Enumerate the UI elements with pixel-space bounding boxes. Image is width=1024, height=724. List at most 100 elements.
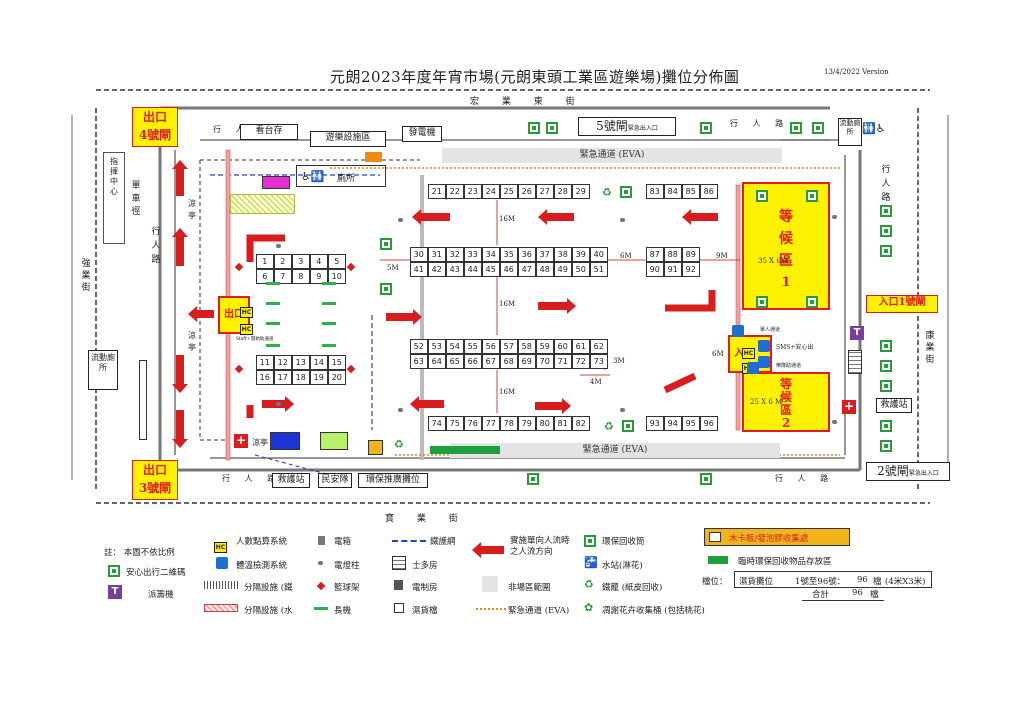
- exit-gate-3[interactable]: 出口 3號閘: [132, 460, 178, 500]
- stall-83[interactable]: 83: [646, 184, 664, 199]
- stall-64[interactable]: 64: [428, 354, 446, 369]
- stall-27[interactable]: 27: [536, 184, 554, 199]
- stall-60[interactable]: 60: [554, 339, 572, 354]
- stall-17[interactable]: 17: [274, 370, 292, 385]
- stall-12[interactable]: 12: [274, 355, 292, 370]
- stall-3[interactable]: 3: [292, 254, 310, 269]
- stall-34[interactable]: 34: [482, 247, 500, 262]
- stall-36[interactable]: 36: [518, 247, 536, 262]
- stall-62[interactable]: 62: [590, 339, 608, 354]
- stall-73[interactable]: 73: [590, 354, 608, 369]
- stall-46[interactable]: 46: [500, 262, 518, 277]
- stall-95[interactable]: 95: [682, 416, 700, 431]
- stall-76[interactable]: 76: [464, 416, 482, 431]
- stall-6[interactable]: 6: [256, 269, 274, 284]
- stall-21[interactable]: 21: [428, 184, 446, 199]
- stall-51[interactable]: 51: [590, 262, 608, 277]
- stall-32[interactable]: 32: [446, 247, 464, 262]
- stall-89[interactable]: 89: [682, 247, 700, 262]
- stall-20[interactable]: 20: [328, 370, 346, 385]
- stall-65[interactable]: 65: [446, 354, 464, 369]
- gate-2[interactable]: 2號閘緊急出入口: [866, 462, 950, 481]
- stall-61[interactable]: 61: [572, 339, 590, 354]
- stall-33[interactable]: 33: [464, 247, 482, 262]
- stall-2[interactable]: 2: [274, 254, 292, 269]
- stall-18[interactable]: 18: [292, 370, 310, 385]
- stall-37[interactable]: 37: [536, 247, 554, 262]
- stall-41[interactable]: 41: [410, 262, 428, 277]
- stall-42[interactable]: 42: [428, 262, 446, 277]
- entrance-gate-1[interactable]: 入口1號閘: [866, 295, 938, 313]
- stall-38[interactable]: 38: [554, 247, 572, 262]
- stall-11[interactable]: 11: [256, 355, 274, 370]
- stall-66[interactable]: 66: [464, 354, 482, 369]
- stall-93[interactable]: 93: [646, 416, 664, 431]
- stall-7[interactable]: 7: [274, 269, 292, 284]
- stall-23[interactable]: 23: [464, 184, 482, 199]
- stall-68[interactable]: 68: [500, 354, 518, 369]
- stall-48[interactable]: 48: [536, 262, 554, 277]
- stall-5[interactable]: 5: [328, 254, 346, 269]
- stall-47[interactable]: 47: [518, 262, 536, 277]
- stall-54[interactable]: 54: [446, 339, 464, 354]
- stall-82[interactable]: 82: [572, 416, 590, 431]
- stall-78[interactable]: 78: [500, 416, 518, 431]
- stall-40[interactable]: 40: [590, 247, 608, 262]
- stall-90[interactable]: 90: [646, 262, 664, 277]
- stall-96[interactable]: 96: [700, 416, 718, 431]
- stall-57[interactable]: 57: [500, 339, 518, 354]
- stall-50[interactable]: 50: [572, 262, 590, 277]
- stall-52[interactable]: 52: [410, 339, 428, 354]
- stall-74[interactable]: 74: [428, 416, 446, 431]
- stall-10[interactable]: 10: [328, 269, 346, 284]
- stall-30[interactable]: 30: [410, 247, 428, 262]
- stall-14[interactable]: 14: [310, 355, 328, 370]
- stall-70[interactable]: 70: [536, 354, 554, 369]
- stall-71[interactable]: 71: [554, 354, 572, 369]
- stall-9[interactable]: 9: [310, 269, 328, 284]
- stall-80[interactable]: 80: [536, 416, 554, 431]
- stall-63[interactable]: 63: [410, 354, 428, 369]
- stall-31[interactable]: 31: [428, 247, 446, 262]
- stall-69[interactable]: 69: [518, 354, 536, 369]
- stall-92[interactable]: 92: [682, 262, 700, 277]
- stall-43[interactable]: 43: [446, 262, 464, 277]
- stall-26[interactable]: 26: [518, 184, 536, 199]
- stall-28[interactable]: 28: [554, 184, 572, 199]
- stall-81[interactable]: 81: [554, 416, 572, 431]
- stall-77[interactable]: 77: [482, 416, 500, 431]
- stall-45[interactable]: 45: [482, 262, 500, 277]
- stall-88[interactable]: 88: [664, 247, 682, 262]
- stall-84[interactable]: 84: [664, 184, 682, 199]
- stall-19[interactable]: 19: [310, 370, 328, 385]
- stall-94[interactable]: 94: [664, 416, 682, 431]
- stall-8[interactable]: 8: [292, 269, 310, 284]
- stall-59[interactable]: 59: [536, 339, 554, 354]
- stall-91[interactable]: 91: [664, 262, 682, 277]
- stall-1[interactable]: 1: [256, 254, 274, 269]
- stall-56[interactable]: 56: [482, 339, 500, 354]
- stall-58[interactable]: 58: [518, 339, 536, 354]
- exit-gate-4[interactable]: 出口 4號閘: [132, 107, 178, 147]
- stall-49[interactable]: 49: [554, 262, 572, 277]
- stall-79[interactable]: 79: [518, 416, 536, 431]
- stall-55[interactable]: 55: [464, 339, 482, 354]
- stall-16[interactable]: 16: [256, 370, 274, 385]
- stall-4[interactable]: 4: [310, 254, 328, 269]
- gate-5[interactable]: 5號閘緊急出入口: [578, 117, 676, 136]
- stall-86[interactable]: 86: [700, 184, 718, 199]
- stall-13[interactable]: 13: [292, 355, 310, 370]
- stall-22[interactable]: 22: [446, 184, 464, 199]
- stall-15[interactable]: 15: [328, 355, 346, 370]
- stall-44[interactable]: 44: [464, 262, 482, 277]
- stall-75[interactable]: 75: [446, 416, 464, 431]
- stall-25[interactable]: 25: [500, 184, 518, 199]
- stall-85[interactable]: 85: [682, 184, 700, 199]
- stall-87[interactable]: 87: [646, 247, 664, 262]
- stall-39[interactable]: 39: [572, 247, 590, 262]
- stall-72[interactable]: 72: [572, 354, 590, 369]
- stall-24[interactable]: 24: [482, 184, 500, 199]
- stall-67[interactable]: 67: [482, 354, 500, 369]
- stall-29[interactable]: 29: [572, 184, 590, 199]
- stall-53[interactable]: 53: [428, 339, 446, 354]
